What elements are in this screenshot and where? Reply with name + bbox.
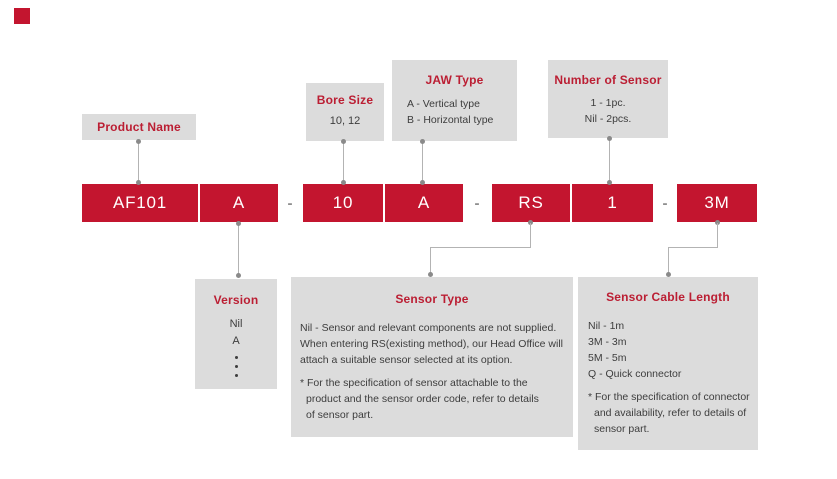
connector-dot xyxy=(607,136,612,141)
code-separator: - xyxy=(287,194,293,212)
jaw-type-option: A - Vertical type xyxy=(407,98,480,110)
product-name-box: Product Name xyxy=(82,114,196,140)
connector-dot xyxy=(528,220,533,225)
code-block-product: AF101 xyxy=(82,184,198,222)
connector-line xyxy=(238,224,239,275)
sensor-type-note-line: product and the sensor order code, refer… xyxy=(306,393,539,405)
connector-dot xyxy=(236,273,241,278)
number-of-sensor-option: Nil - 2pcs. xyxy=(584,113,632,125)
connector-line xyxy=(430,247,431,275)
sensor-type-note-line: * For the specification of sensor attach… xyxy=(300,377,528,389)
jaw-type-option: B - Horizontal type xyxy=(407,114,494,126)
code-block-bore: 10 xyxy=(303,184,383,222)
sensor-type-box: Sensor Type Nil - Sensor and relevant co… xyxy=(291,277,573,437)
version-title: Version xyxy=(213,293,259,307)
sensor-cable-length-title: Sensor Cable Length xyxy=(606,290,730,304)
number-of-sensor-box: Number of Sensor 1 - 1pc. Nil - 2pcs. xyxy=(548,60,668,138)
connector-line xyxy=(138,142,139,182)
connector-dot xyxy=(136,139,141,144)
connector-dot xyxy=(428,272,433,277)
code-block-quantity: 1 xyxy=(572,184,653,222)
code-separator: - xyxy=(474,194,480,212)
sensor-cable-length-box: Sensor Cable Length Nil - 1m 3M - 3m 5M … xyxy=(578,277,758,450)
code-separator: - xyxy=(662,194,668,212)
version-option: A xyxy=(232,335,240,347)
sensor-type-title: Sensor Type xyxy=(395,292,469,306)
bore-size-box: Bore Size 10, 12 xyxy=(306,83,384,141)
cable-length-note-line: and availability, refer to details of xyxy=(594,407,747,419)
jaw-type-box: JAW Type A - Vertical type B - Horizonta… xyxy=(392,60,517,141)
bore-size-title: Bore Size xyxy=(316,93,374,107)
code-block-version: A xyxy=(200,184,278,222)
number-of-sensor-title: Number of Sensor xyxy=(554,73,662,87)
sensor-type-description-line: attach a suitable sensor selected at its… xyxy=(300,354,513,366)
connector-dot xyxy=(666,272,671,277)
code-block-jaw: A xyxy=(385,184,463,222)
sensor-type-description-line: When entering RS(existing method), our H… xyxy=(300,338,564,350)
sensor-type-note-line: of sensor part. xyxy=(306,409,374,421)
code-block-sensor: RS xyxy=(492,184,570,222)
connector-line xyxy=(609,139,610,182)
corner-decor-square xyxy=(14,8,30,24)
connector-dot xyxy=(420,139,425,144)
number-of-sensor-option: 1 - 1pc. xyxy=(590,97,626,109)
connector-line xyxy=(422,142,423,182)
connector-dot xyxy=(341,180,346,185)
connector-dot xyxy=(420,180,425,185)
bore-size-value: 10, 12 xyxy=(329,115,361,127)
cable-length-note-line: * For the specification of connector xyxy=(588,391,750,403)
connector-line xyxy=(530,223,531,248)
connector-line xyxy=(668,247,669,275)
cable-length-option: 3M - 3m xyxy=(588,336,627,348)
sensor-type-description-line: Nil - Sensor and relevant components are… xyxy=(300,322,557,334)
code-block-cable: 3M xyxy=(677,184,757,222)
connector-dot xyxy=(715,220,720,225)
cable-length-option: Nil - 1m xyxy=(588,320,625,332)
version-box: Version Nil A xyxy=(195,279,277,389)
connector-dot xyxy=(136,180,141,185)
product-name-title: Product Name xyxy=(97,120,181,134)
connector-line xyxy=(668,247,718,248)
connector-dot xyxy=(341,139,346,144)
connector-line xyxy=(430,247,531,248)
version-option: Nil xyxy=(229,318,243,330)
connector-dot xyxy=(607,180,612,185)
connector-line xyxy=(717,223,718,248)
connector-dot xyxy=(236,221,241,226)
connector-line xyxy=(343,142,344,182)
cable-length-note-line: sensor part. xyxy=(594,423,650,435)
cable-length-option: 5M - 5m xyxy=(588,352,627,364)
version-ellipsis xyxy=(195,356,277,377)
cable-length-option: Q - Quick connector xyxy=(588,368,682,380)
jaw-type-title: JAW Type xyxy=(425,73,484,87)
